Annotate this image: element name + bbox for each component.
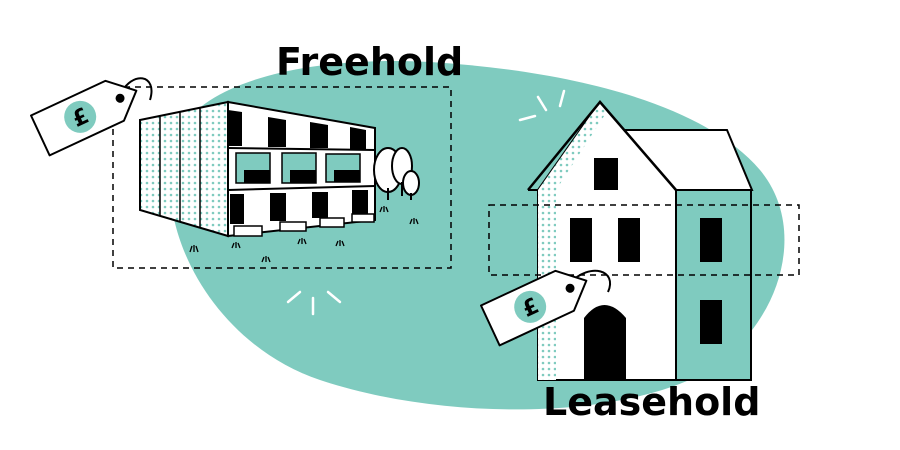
freehold-dashed-box: [112, 86, 452, 269]
tree-icon: [373, 147, 420, 200]
grass-tuft-icon: [189, 206, 419, 263]
leasehold-label: Leasehold: [543, 380, 761, 424]
freehold-label: Freehold: [276, 40, 464, 84]
price-tag-icon: £: [480, 269, 611, 347]
apartment-building-icon: [139, 100, 376, 238]
leasehold-dashed-box: [488, 204, 800, 276]
price-tag-icon: £: [30, 77, 153, 157]
sparkle-lines-icon: [286, 89, 566, 316]
